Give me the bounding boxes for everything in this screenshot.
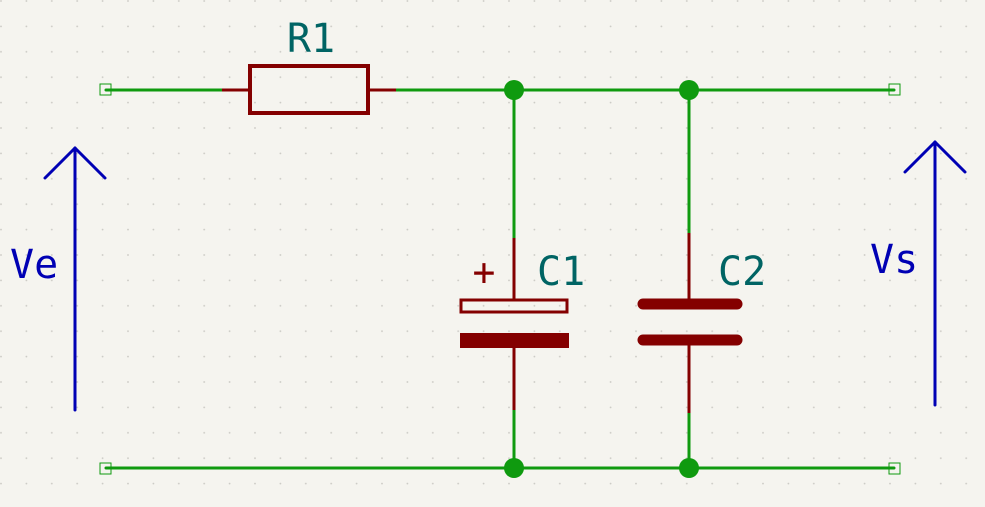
terminal-input-bottom[interactable]	[99, 462, 112, 475]
wires	[104, 88, 896, 470]
resistor-r1[interactable]: R1	[222, 16, 396, 115]
input-voltage: Ve	[10, 146, 107, 412]
junction-c2-top	[679, 80, 699, 100]
c1-plate-positive	[459, 298, 569, 314]
capacitor-c2[interactable]: C2	[637, 233, 766, 413]
input-voltage-label: Ve	[10, 242, 58, 288]
junction-c1-bottom	[504, 458, 524, 478]
terminal-output-top[interactable]	[888, 83, 901, 96]
terminal-output-bottom[interactable]	[888, 462, 901, 475]
junction-c2-bottom	[679, 458, 699, 478]
capacitor-c1[interactable]: + C1	[459, 238, 585, 410]
terminals	[99, 83, 901, 475]
terminal-input-top[interactable]	[99, 83, 112, 96]
c2-label: C2	[718, 249, 766, 295]
junction-c1-top	[504, 80, 524, 100]
junctions	[504, 80, 699, 478]
output-voltage-label: Vs	[870, 237, 918, 283]
c1-label: C1	[537, 249, 585, 295]
resistor-label: R1	[287, 16, 335, 62]
output-voltage-arrow-head	[903, 140, 967, 174]
output-voltage: Vs	[870, 140, 967, 407]
c1-polarity-mark: +	[473, 250, 496, 294]
c1-plate-negative	[460, 333, 569, 348]
input-voltage-arrow-head	[43, 146, 107, 180]
